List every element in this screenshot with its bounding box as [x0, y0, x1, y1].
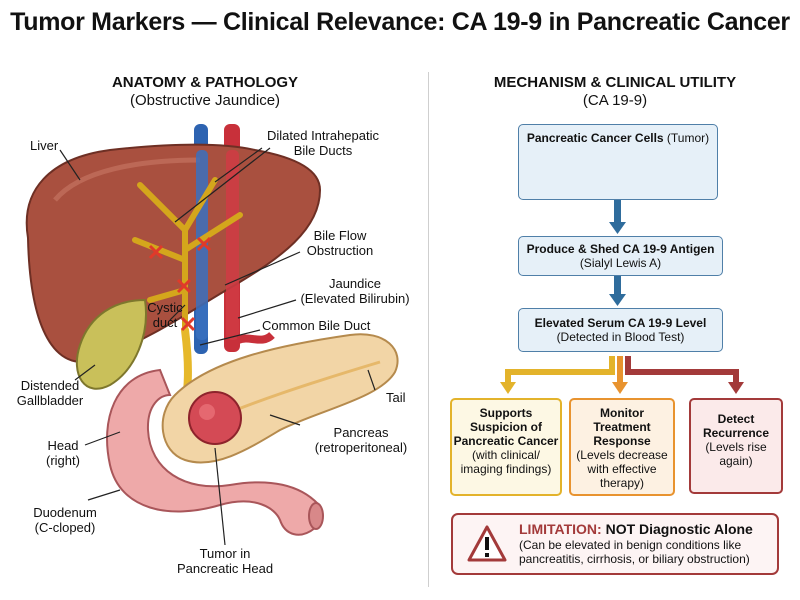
tumor-texture	[199, 404, 215, 420]
flow-arrow-1	[609, 200, 626, 234]
box-monitor-response: Monitor Treatment Response (Levels decre…	[569, 398, 675, 496]
right-subheading-text: (CA 19-9)	[582, 92, 648, 109]
branch-arrow-monitor	[612, 356, 628, 394]
box-elevated-serum: Elevated Serum CA 19-9 Level (Detected i…	[518, 308, 723, 352]
leader-lines	[59, 147, 376, 546]
label-tail: Tail	[386, 390, 406, 405]
page-title: Tumor Markers — Clinical Relevance: CA 1…	[10, 8, 790, 36]
left-heading-text: ANATOMY & PATHOLOGY	[111, 74, 299, 91]
label-jaundice: Jaundice (Elevated Bilirubin)	[300, 276, 410, 306]
limitation-box: LIMITATION: NOT Diagnostic Alone (Can be…	[451, 513, 779, 575]
box-cancer-cells: Pancreatic Cancer Cells (Tumor)	[518, 124, 718, 200]
label-cystic-duct: Cystic duct	[147, 300, 183, 330]
obstruction-marks	[148, 236, 212, 332]
label-bile-flow: Bile Flow Obstruction	[306, 228, 374, 258]
branch-arrow-recurrence	[625, 356, 744, 394]
branch-arrow-support	[500, 356, 615, 394]
artery-front	[226, 150, 239, 340]
right-section-heading: MECHANISM & CLINICAL UTILITY (CA 19-9)	[440, 74, 790, 110]
limitation-title: LIMITATION: NOT Diagnostic Alone	[519, 521, 753, 537]
box-supports-suspicion: Supports Suspicion of Pancreatic Cancer …	[450, 398, 562, 496]
label-head: Head (right)	[46, 438, 80, 468]
left-subheading-text: (Obstructive Jaundice)	[129, 92, 281, 109]
duodenum-opening	[308, 502, 324, 530]
warning-icon	[467, 525, 507, 562]
label-duodenum: Duodenum (C-cloped)	[33, 505, 97, 535]
limitation-description: (Can be elevated in benign conditions li…	[519, 538, 750, 566]
left-section-heading: ANATOMY & PATHOLOGY (Obstructive Jaundic…	[40, 74, 370, 110]
label-pancreas: Pancreas (retroperitoneal)	[314, 425, 408, 455]
liver-highlight	[53, 157, 201, 202]
section-divider	[428, 72, 429, 587]
right-heading-text: MECHANISM & CLINICAL UTILITY	[493, 74, 737, 91]
gallbladder-shape	[75, 298, 147, 390]
box-produce-antigen: Produce & Shed CA 19-9 Antigen (Sialyl L…	[518, 236, 723, 276]
artery-branch	[236, 331, 275, 344]
box-detect-recurrence: Detect Recurrence (Levels rise again)	[689, 398, 783, 494]
label-gallbladder: Distended Gallbladder	[16, 378, 84, 408]
duodenum-shape	[106, 368, 320, 536]
label-tumor: Tumor in Pancreatic Head	[176, 546, 274, 576]
label-dilated-ducts: Dilated Intrahepatic Bile Ducts	[266, 128, 379, 158]
label-common-bile-duct: Common Bile Duct	[262, 318, 371, 333]
flow-arrow-2	[609, 276, 626, 306]
label-liver: Liver	[30, 138, 59, 153]
tumor-shape	[188, 391, 242, 445]
